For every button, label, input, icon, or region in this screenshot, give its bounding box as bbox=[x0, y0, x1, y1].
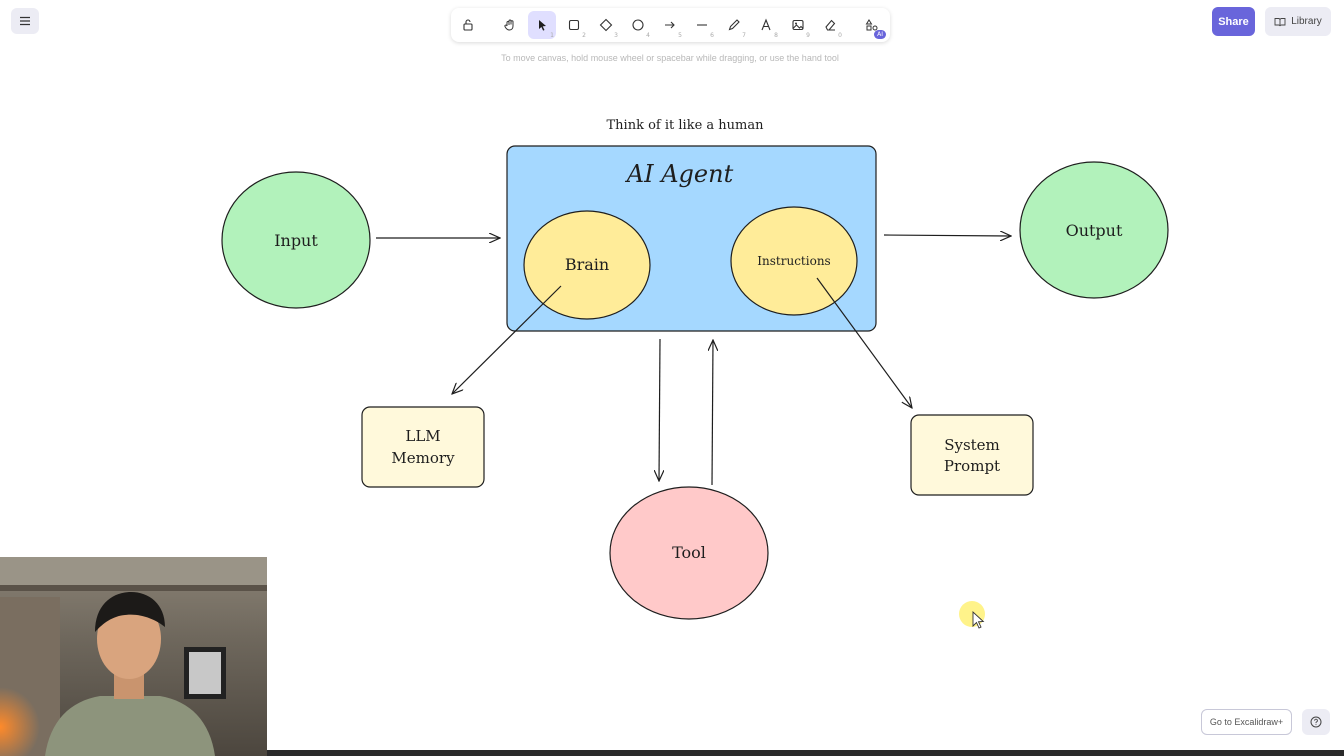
instructions-label[interactable]: Instructions bbox=[757, 254, 830, 268]
diamond-icon bbox=[599, 18, 613, 32]
arrow-agent-to-tool[interactable] bbox=[659, 338, 660, 481]
ai-agent-title[interactable]: AI Agent bbox=[625, 160, 734, 188]
hand-icon bbox=[504, 19, 514, 31]
ellipse-tool[interactable]: 4 bbox=[624, 11, 652, 39]
hand-tool[interactable] bbox=[496, 11, 524, 39]
help-icon bbox=[1310, 716, 1322, 728]
image-icon bbox=[792, 19, 804, 31]
library-label: Library bbox=[1291, 16, 1322, 27]
draw-tool[interactable]: 7 bbox=[720, 11, 748, 39]
help-button[interactable] bbox=[1302, 709, 1330, 735]
webcam-overlay bbox=[0, 557, 267, 756]
arrow-instructions-to-prompt[interactable] bbox=[816, 277, 912, 408]
diagram-caption[interactable]: Think of it like a human bbox=[607, 118, 765, 133]
pointer-icon bbox=[539, 20, 546, 31]
go-to-excalidraw-plus-button[interactable]: Go to Excalidraw+ bbox=[1201, 709, 1292, 735]
pencil-icon bbox=[728, 19, 740, 31]
line-tool[interactable]: 6 bbox=[688, 11, 716, 39]
ellipse-icon bbox=[632, 19, 644, 31]
tool-shortcut: 7 bbox=[742, 32, 746, 39]
eraser-tool[interactable]: 0 bbox=[816, 11, 844, 39]
arrow-brain-to-memory[interactable] bbox=[452, 285, 562, 394]
share-button[interactable]: Share bbox=[1212, 7, 1255, 36]
memory-label-line1[interactable]: LLM bbox=[405, 427, 440, 445]
tool-shortcut: 2 bbox=[582, 32, 586, 39]
selection-tool[interactable]: 1 bbox=[528, 11, 556, 39]
bottom-strip bbox=[267, 750, 1344, 756]
tool-shortcut: 5 bbox=[678, 32, 682, 39]
rectangle-tool[interactable]: 2 bbox=[560, 11, 588, 39]
memory-label-line2[interactable]: Memory bbox=[391, 449, 455, 467]
tool-shortcut: 6 bbox=[710, 32, 714, 39]
main-menu-button[interactable] bbox=[11, 8, 39, 34]
eraser-icon bbox=[825, 19, 836, 31]
cursor-icon bbox=[972, 610, 985, 629]
tool-shortcut: 8 bbox=[774, 32, 778, 39]
lock-icon bbox=[463, 19, 473, 31]
tool-shortcut: 3 bbox=[614, 32, 618, 39]
book-icon bbox=[1274, 17, 1286, 26]
text-tool[interactable]: 8 bbox=[752, 11, 780, 39]
llm-memory-node[interactable] bbox=[361, 406, 485, 488]
arrow-agent-to-output[interactable] bbox=[883, 235, 1011, 236]
library-button[interactable]: Library bbox=[1265, 7, 1331, 36]
ai-badge: AI bbox=[874, 30, 886, 39]
input-label[interactable]: Input bbox=[274, 231, 318, 250]
output-node[interactable] bbox=[1019, 161, 1169, 299]
system-prompt-node[interactable] bbox=[910, 414, 1034, 496]
tool-shortcut: 0 bbox=[838, 32, 842, 39]
system-label-line2[interactable]: Prompt bbox=[944, 457, 1000, 475]
instructions-node[interactable] bbox=[730, 206, 858, 316]
lock-tool[interactable] bbox=[454, 11, 482, 39]
image-tool[interactable]: 9 bbox=[784, 11, 812, 39]
brain-label[interactable]: Brain bbox=[565, 255, 609, 274]
cursor-highlight bbox=[959, 601, 985, 627]
shapes-icon bbox=[865, 19, 878, 31]
tool-shortcut: 1 bbox=[550, 32, 554, 39]
output-label[interactable]: Output bbox=[1066, 221, 1123, 240]
toolbar: 1 2 3 4 5 6 7 bbox=[451, 8, 890, 42]
more-tools-button[interactable]: AI bbox=[858, 11, 886, 39]
diamond-tool[interactable]: 3 bbox=[592, 11, 620, 39]
system-label-line1[interactable]: System bbox=[944, 436, 1000, 454]
tool-shortcut: 4 bbox=[646, 32, 650, 39]
hamburger-icon bbox=[20, 16, 30, 26]
line-icon bbox=[697, 24, 707, 26]
arrow-tool[interactable]: 5 bbox=[656, 11, 684, 39]
tool-node[interactable] bbox=[609, 486, 769, 620]
webcam-person-image bbox=[0, 557, 267, 756]
text-icon bbox=[761, 18, 771, 31]
tool-shortcut: 9 bbox=[806, 32, 810, 39]
canvas-hint: To move canvas, hold mouse wheel or spac… bbox=[501, 53, 839, 63]
arrow-tool-to-agent[interactable] bbox=[712, 340, 713, 486]
input-node[interactable] bbox=[221, 171, 371, 309]
rectangle-icon bbox=[568, 19, 580, 31]
tool-label[interactable]: Tool bbox=[672, 543, 706, 562]
arrow-icon bbox=[665, 21, 675, 29]
